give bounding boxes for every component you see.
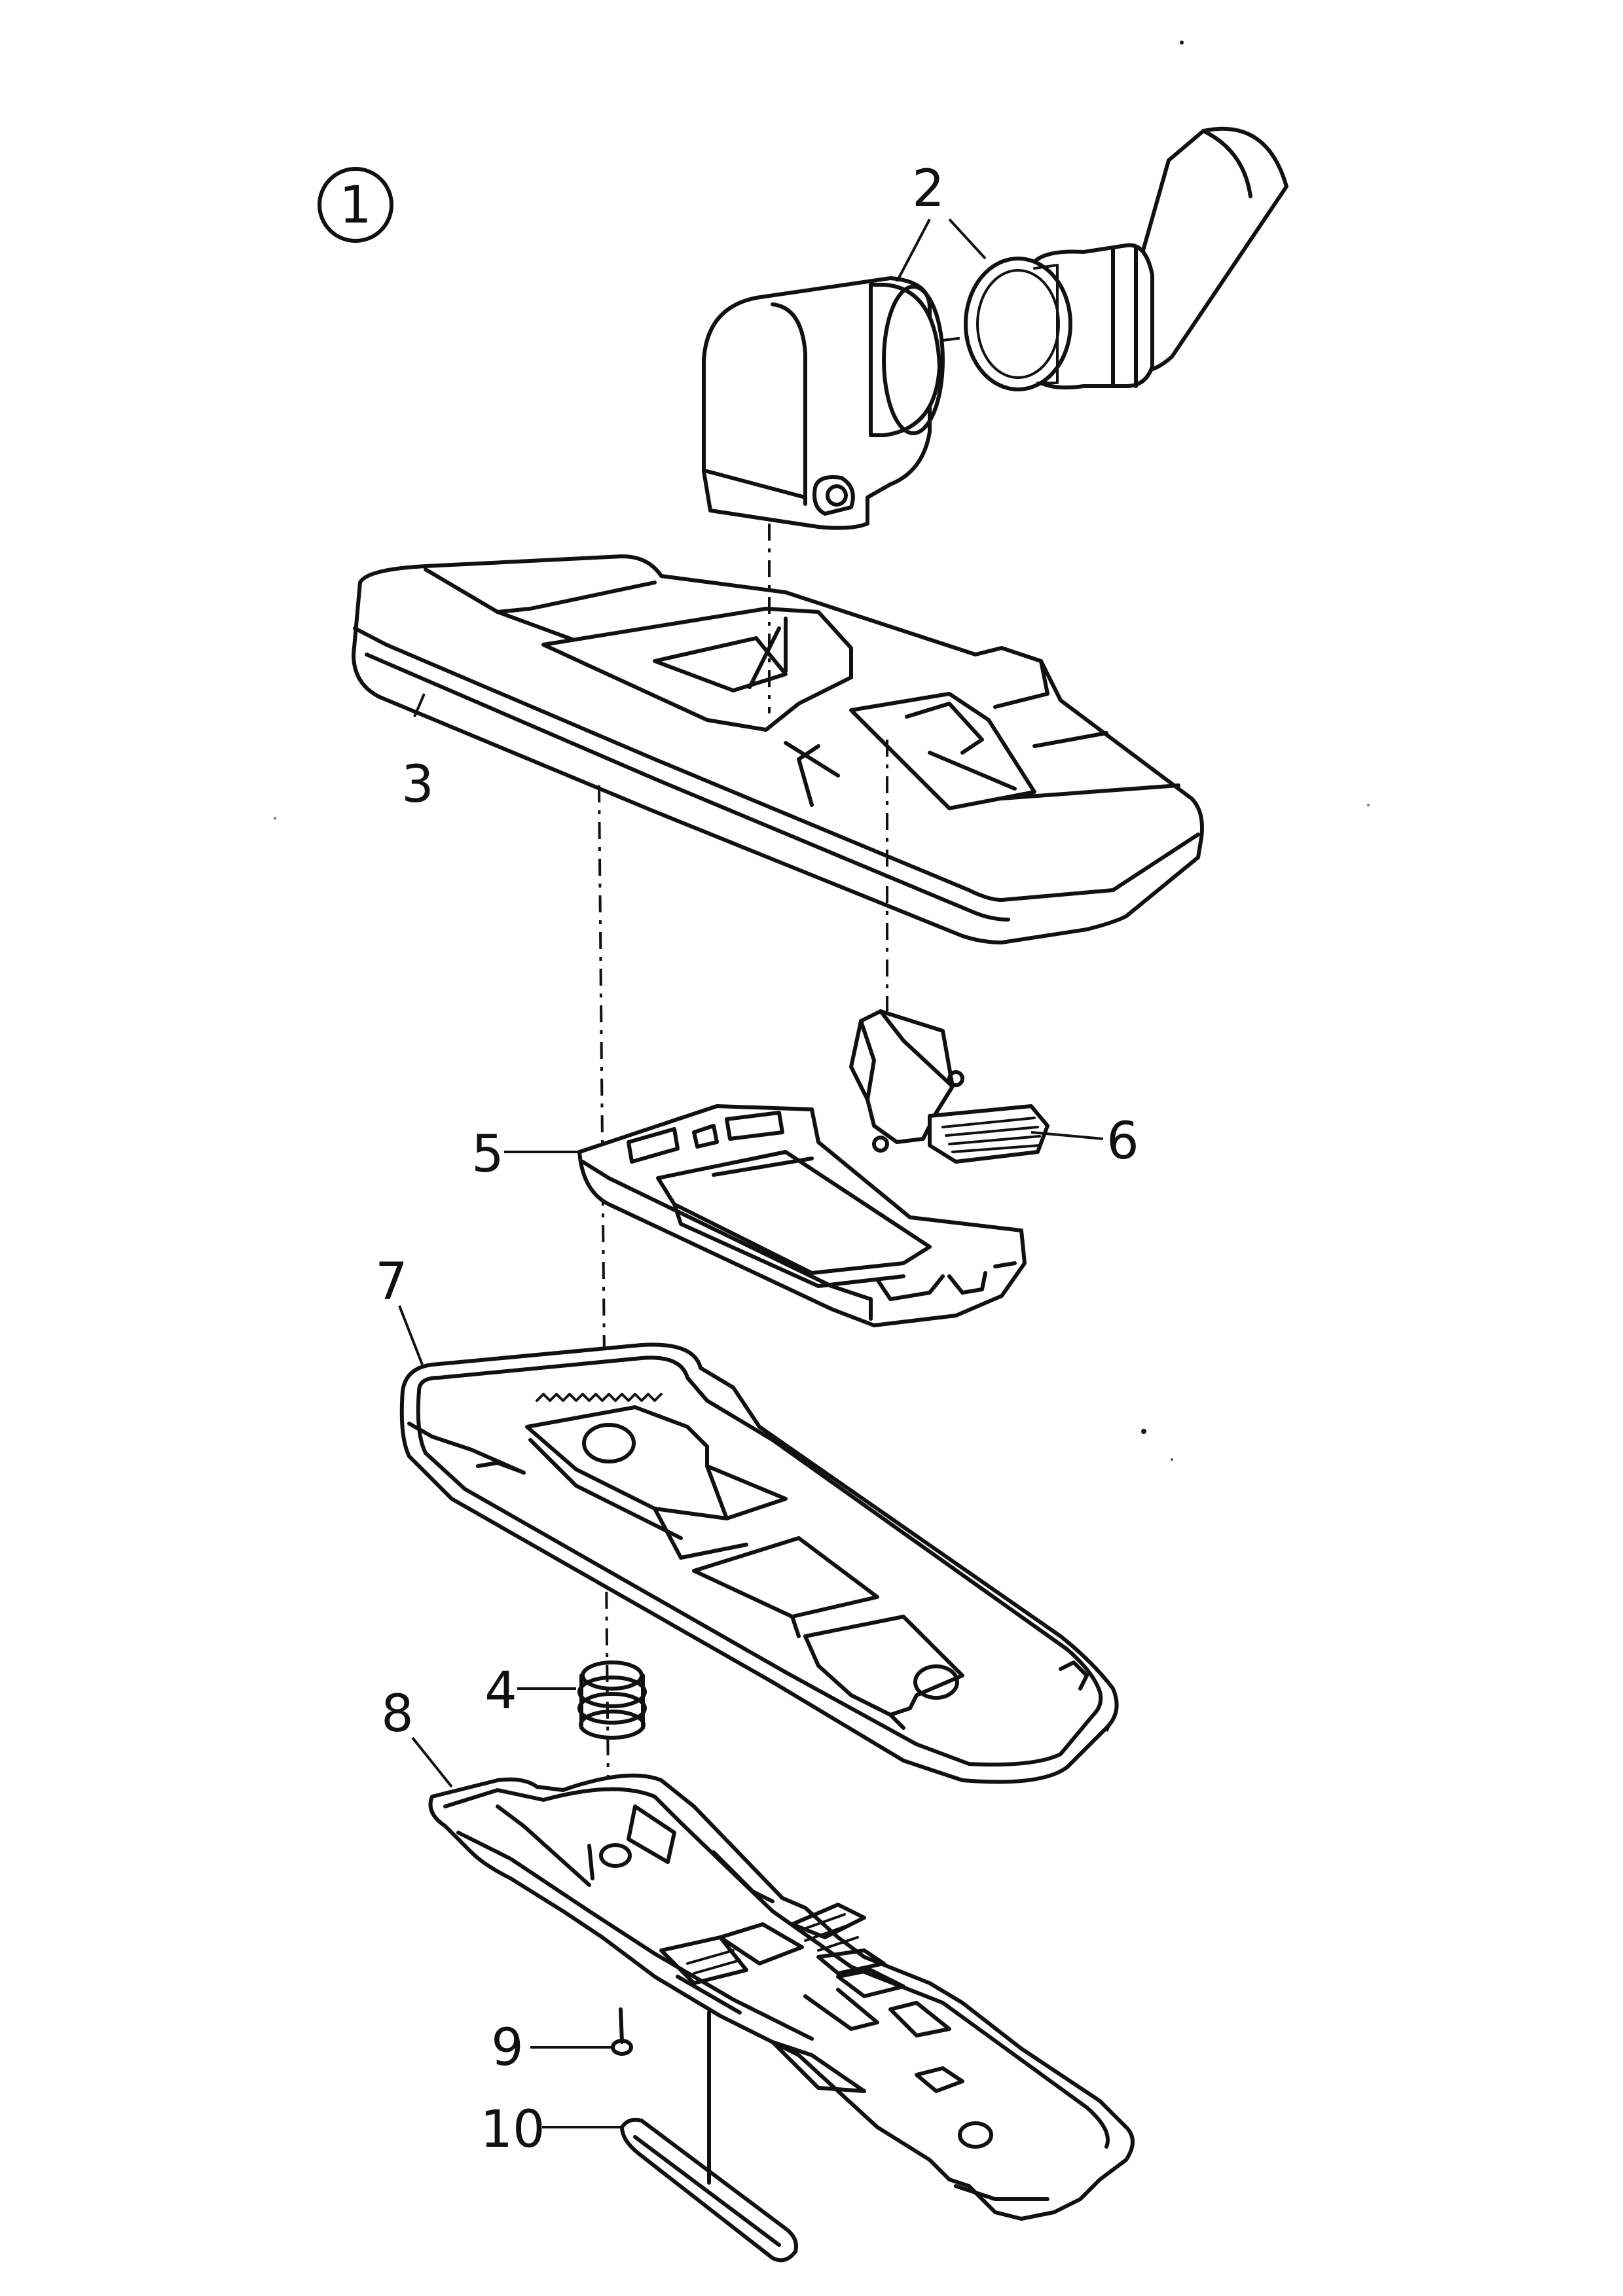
figure-number-marker: 1 bbox=[318, 167, 393, 243]
scan-specks bbox=[274, 41, 1370, 1461]
screw bbox=[611, 2007, 633, 2056]
frame-plate bbox=[577, 1104, 1027, 1327]
part-label-10: 10 bbox=[480, 2100, 545, 2159]
part-label-3: 3 bbox=[401, 755, 434, 814]
part-label-6: 6 bbox=[1106, 1112, 1139, 1171]
part-label-4: 4 bbox=[484, 1662, 517, 1721]
figure-number: 1 bbox=[339, 176, 372, 235]
brush-frame bbox=[399, 1342, 1119, 1784]
elbow-connector bbox=[702, 126, 1288, 530]
leader-lines bbox=[398, 218, 1104, 2128]
spring bbox=[577, 1660, 647, 1740]
main-housing bbox=[352, 554, 1204, 944]
part-label-9: 9 bbox=[491, 2018, 524, 2077]
clip-bar bbox=[620, 2011, 798, 2263]
part-label-5: 5 bbox=[471, 1125, 504, 1184]
part-labels: 2 3 4 5 6 7 8 9 10 bbox=[375, 160, 1139, 2159]
part-label-7: 7 bbox=[375, 1253, 408, 1312]
part-label-8: 8 bbox=[381, 1685, 414, 1744]
part-label-2: 2 bbox=[912, 160, 945, 219]
latch-clip bbox=[849, 1009, 1049, 1164]
base-plate bbox=[428, 1773, 1135, 2221]
